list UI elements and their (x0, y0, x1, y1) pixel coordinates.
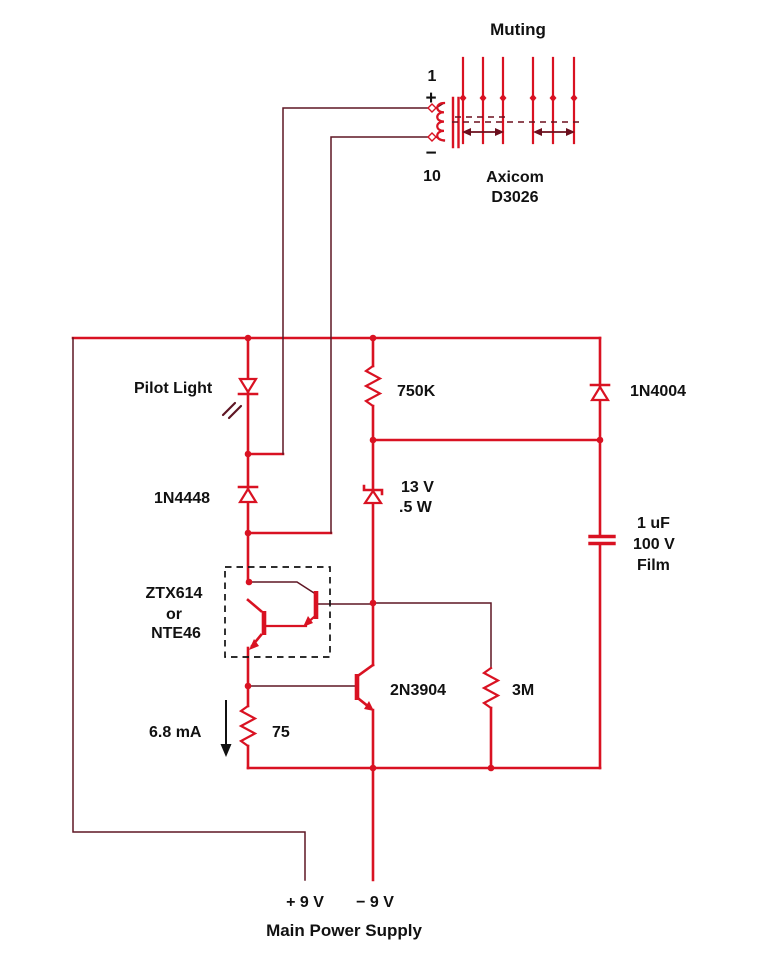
diode-1n4448 (237, 485, 259, 504)
junction-dot (369, 334, 377, 342)
junction-dot (245, 578, 253, 586)
current-label: 6.8 mA (149, 724, 202, 741)
arrow-left-icon (533, 128, 542, 136)
junction-dot (244, 682, 252, 690)
left-branch (238, 336, 333, 770)
junction-dot (596, 436, 604, 444)
relay-part-label-2: D3026 (491, 189, 538, 206)
resistor-75-icon (238, 704, 258, 748)
darlington-collector-wire (248, 581, 316, 595)
capacitor-1uf (588, 534, 616, 546)
relay-coil-icon (436, 101, 446, 142)
relay-terminal-minus-icon (427, 132, 437, 142)
resistor-3m-label: 3M (512, 682, 534, 699)
junction-dot (244, 529, 252, 537)
darlington-label-1: ZTX614 (146, 585, 203, 602)
relay-function-label: Muting (490, 20, 546, 39)
junction-dot (369, 599, 377, 607)
relay-minus-label: − (425, 143, 436, 164)
resistor-750k-icon (363, 364, 383, 408)
junction-dot (369, 436, 377, 444)
pilot-light-led (221, 377, 259, 420)
relay (427, 56, 580, 149)
junction-dot (244, 450, 252, 458)
power-rails (71, 336, 602, 770)
diode-1n4448-label: 1N4448 (154, 490, 210, 507)
pos-supply-wire (72, 337, 306, 881)
relay-contacts (459, 56, 578, 145)
signal-wires (72, 107, 492, 881)
bias-resistor-wire (372, 602, 492, 669)
relay-pin1-label: 1 (428, 68, 437, 85)
current-indicator (220, 700, 232, 757)
contact-pivot-icon (479, 94, 487, 102)
pilot-light-label: Pilot Light (134, 380, 213, 397)
neg-supply-label: − 9 V (356, 894, 394, 911)
zener-voltage-label: 13 V (401, 479, 434, 496)
emitter-arrow-icon (364, 701, 374, 711)
darlington-label-2: or (166, 606, 182, 623)
led-rays-icon (221, 401, 243, 420)
contact-pivot-icon (549, 94, 557, 102)
down-arrow-icon (220, 744, 232, 757)
relay-coil-minus-wire (330, 136, 429, 534)
component-outline-box (224, 566, 331, 658)
center-branch (363, 336, 383, 882)
relay-plus-label: + (425, 88, 436, 109)
emitter-arrow-icon (303, 616, 313, 627)
contact-pivot-icon (459, 94, 467, 102)
relay-terminal-plus-icon (427, 103, 437, 113)
cap-voltage-label: 100 V (633, 536, 675, 553)
darlington-label-3: NTE46 (151, 625, 201, 642)
diode-1n4004-label: 1N4004 (630, 383, 686, 400)
arrow-right-icon (495, 128, 504, 136)
contact-pivot-icon (499, 94, 507, 102)
diode-icon (238, 486, 258, 504)
cap-value-label: 1 uF (637, 515, 670, 532)
zener-13v (362, 484, 384, 505)
junction-dots (244, 334, 604, 772)
zener-power-label: .5 W (399, 499, 433, 516)
diode-1n4004 (589, 383, 611, 402)
transistor-2n3904 (354, 663, 375, 711)
led-icon (238, 377, 258, 395)
main-power-supply-label: Main Power Supply (266, 921, 422, 940)
resistor-75-label: 75 (272, 724, 290, 741)
contact-pivot-icon (570, 94, 578, 102)
transistor-2n3904-label: 2N3904 (390, 682, 446, 699)
relay-coil-plus-wire (282, 107, 429, 455)
contact-pivot-icon (529, 94, 537, 102)
junction-dot (244, 334, 252, 342)
pos-supply-label: + 9 V (286, 894, 324, 911)
resistor-3m-icon (481, 666, 501, 710)
capacitor-icon (588, 534, 616, 546)
relay-pin10-label: 10 (423, 168, 441, 185)
cap-type-label: Film (637, 557, 670, 574)
diode-icon (590, 384, 610, 402)
junction-dot (369, 764, 377, 772)
darlington-pair (224, 566, 331, 658)
zener-icon (362, 489, 384, 505)
arrow-right-icon (566, 128, 575, 136)
resistor-750k-label: 750K (397, 383, 436, 400)
junction-dot (487, 764, 495, 772)
arrow-left-icon (462, 128, 471, 136)
relay-part-label-1: Axicom (486, 169, 544, 186)
emitter-arrow-icon (249, 639, 259, 650)
bias-resistor-branch (481, 666, 501, 770)
